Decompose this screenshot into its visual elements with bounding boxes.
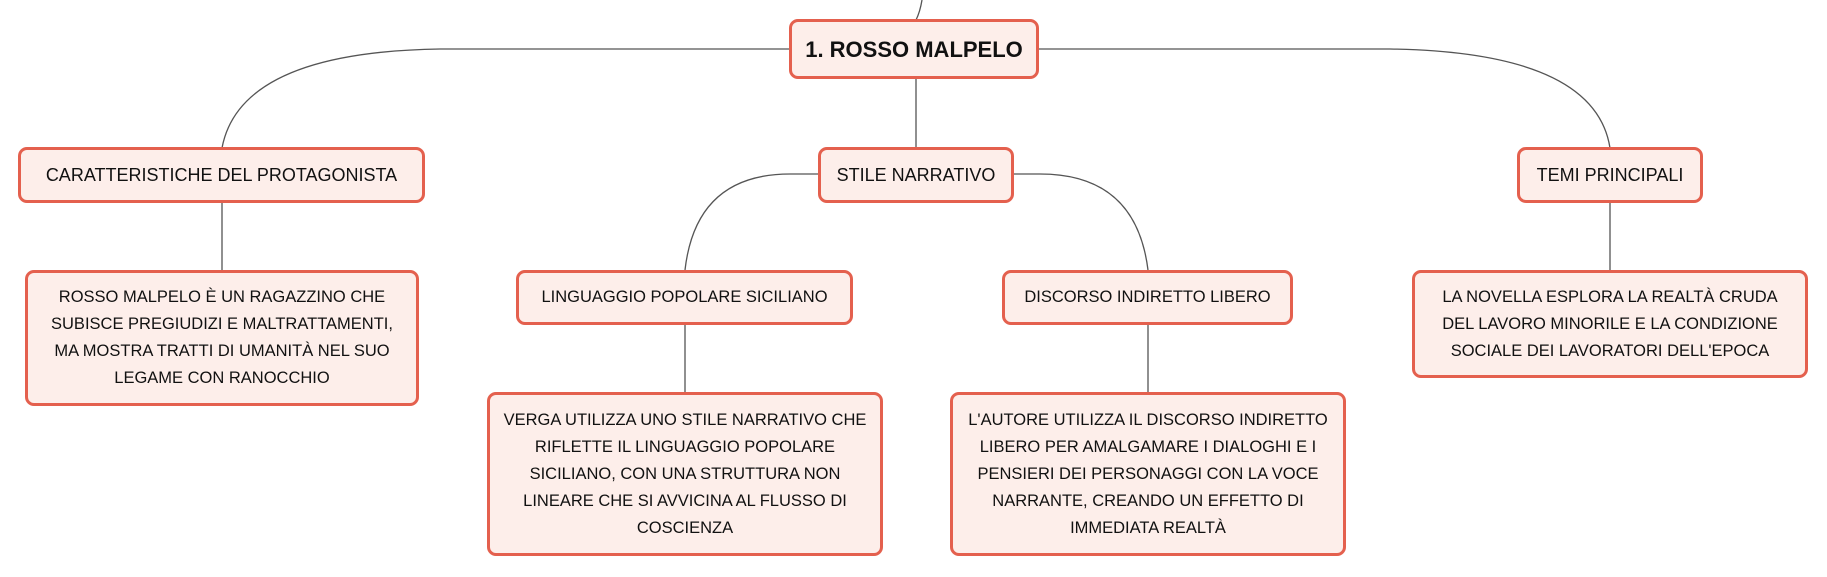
style-node[interactable]: STILE NARRATIVO xyxy=(818,147,1014,203)
indirect-label: DISCORSO INDIRETTO LIBERO xyxy=(1024,288,1271,306)
themes-node[interactable]: TEMI PRINCIPALI xyxy=(1517,147,1703,203)
themes-detail-text: LA NOVELLA ESPLORA LA REALTÀ CRUDA DEL L… xyxy=(1442,287,1778,360)
language-label: LINGUAGGIO POPOLARE SICILIANO xyxy=(541,288,828,306)
root-node[interactable]: 1. ROSSO MALPELO xyxy=(789,19,1039,79)
protagonist-node[interactable]: CARATTERISTICHE DEL PROTAGONISTA xyxy=(18,147,425,203)
indirect-detail-text: L'AUTORE UTILIZZA IL DISCORSO INDIRETTO … xyxy=(968,410,1328,537)
indirect-detail-node[interactable]: L'AUTORE UTILIZZA IL DISCORSO INDIRETTO … xyxy=(950,392,1346,556)
connector-root-themes xyxy=(1038,48,1611,149)
connector-style-indirect xyxy=(1013,173,1149,271)
connector-parent-stub xyxy=(915,0,923,21)
style-label: STILE NARRATIVO xyxy=(836,164,996,185)
themes-label: TEMI PRINCIPALI xyxy=(1536,164,1684,185)
indirect-node[interactable]: DISCORSO INDIRETTO LIBERO xyxy=(1002,270,1293,325)
root-label: 1. ROSSO MALPELO xyxy=(805,36,1023,62)
connector-style-language xyxy=(684,173,819,271)
language-detail-node[interactable]: VERGA UTILIZZA UNO STILE NARRATIVO CHE R… xyxy=(487,392,883,556)
protagonist-label: CARATTERISTICHE DEL PROTAGONISTA xyxy=(45,164,398,185)
language-node[interactable]: LINGUAGGIO POPOLARE SICILIANO xyxy=(516,270,853,325)
themes-detail-node[interactable]: LA NOVELLA ESPLORA LA REALTÀ CRUDA DEL L… xyxy=(1412,270,1808,378)
protagonist-detail-text: ROSSO MALPELO È UN RAGAZZINO CHE SUBISCE… xyxy=(51,288,393,387)
connector-root-protagonist xyxy=(221,48,790,149)
language-detail-text: VERGA UTILIZZA UNO STILE NARRATIVO CHE R… xyxy=(503,410,867,537)
protagonist-detail-node[interactable]: ROSSO MALPELO È UN RAGAZZINO CHE SUBISCE… xyxy=(25,270,419,406)
